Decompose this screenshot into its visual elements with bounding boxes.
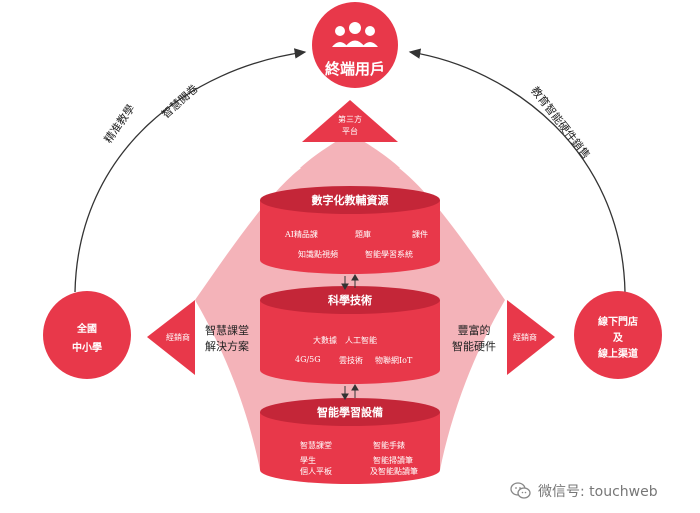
tier1-item: AI精品課 (285, 230, 318, 239)
tier3-item: 個人平板 (300, 467, 332, 476)
tier3-item: 及智能點讀筆 (370, 467, 418, 476)
tier3-item: 智慧課堂 (300, 441, 332, 450)
tier2-item: 大數據 (313, 336, 337, 345)
left-side-label-line1: 智慧課堂 (205, 324, 249, 337)
third-party-label-line2: 平台 (342, 127, 358, 136)
right-side-label-line2: 智能硬件 (452, 340, 496, 353)
tier2-item: 雲技術 (339, 356, 363, 365)
tier3-title: 智能學習設備 (317, 406, 383, 419)
users-group-icon (332, 22, 378, 47)
right-side-label-line1: 豐富的 (457, 324, 491, 337)
left-school-node (43, 291, 131, 379)
right-channel-node (574, 291, 662, 379)
right-node-line3: 線上渠道 (598, 349, 638, 360)
third-party-arrow (302, 100, 398, 142)
tier2-cylinder (260, 286, 440, 384)
tier1-item: 智能學習系統 (365, 250, 413, 259)
watermark-text: 微信号: touchweb (538, 484, 658, 500)
right-node-line1: 線下門店 (598, 317, 638, 328)
tier1-item: 題庫 (355, 230, 371, 239)
left-node-line2: 中小學 (72, 343, 102, 354)
right-node-line2: 及 (613, 333, 623, 344)
right-distributor-arrow (507, 300, 555, 375)
tier2-item: 物聯網IoT (375, 356, 413, 365)
tier2-item: 4G/5G (295, 355, 321, 364)
tier1-cylinder (260, 186, 440, 274)
tier1-item: 知識點視頻 (298, 250, 338, 259)
tier1-title: 數字化教輔資源 (311, 194, 389, 207)
tier-connector-arrows (341, 274, 359, 400)
tier3-cylinder (260, 398, 440, 484)
wechat-icon (510, 482, 531, 499)
tier2-title: 科學技術 (328, 294, 372, 307)
left-arc-arrow (74, 48, 307, 293)
tier3-item: 智能掃讀筆 (373, 456, 413, 465)
end-user-label: 終端用戶 (324, 60, 385, 78)
wechat-watermark: 微信号: touchweb (510, 481, 658, 501)
left-distributor-arrow (147, 300, 195, 375)
tier2-item: 人工智能 (345, 336, 377, 345)
right-arc-arrow (408, 48, 626, 293)
tier1-item: 課件 (412, 230, 428, 239)
tier3-item: 智能手錶 (373, 441, 405, 450)
left-distributor-label: 經銷商 (166, 333, 190, 342)
left-node-line1: 全國 (77, 324, 97, 335)
third-party-label-line1: 第三方 (338, 115, 362, 124)
tier3-item: 學生 (300, 456, 316, 465)
right-distributor-label: 經銷商 (513, 333, 537, 342)
left-side-label-line2: 解決方案 (205, 340, 249, 353)
